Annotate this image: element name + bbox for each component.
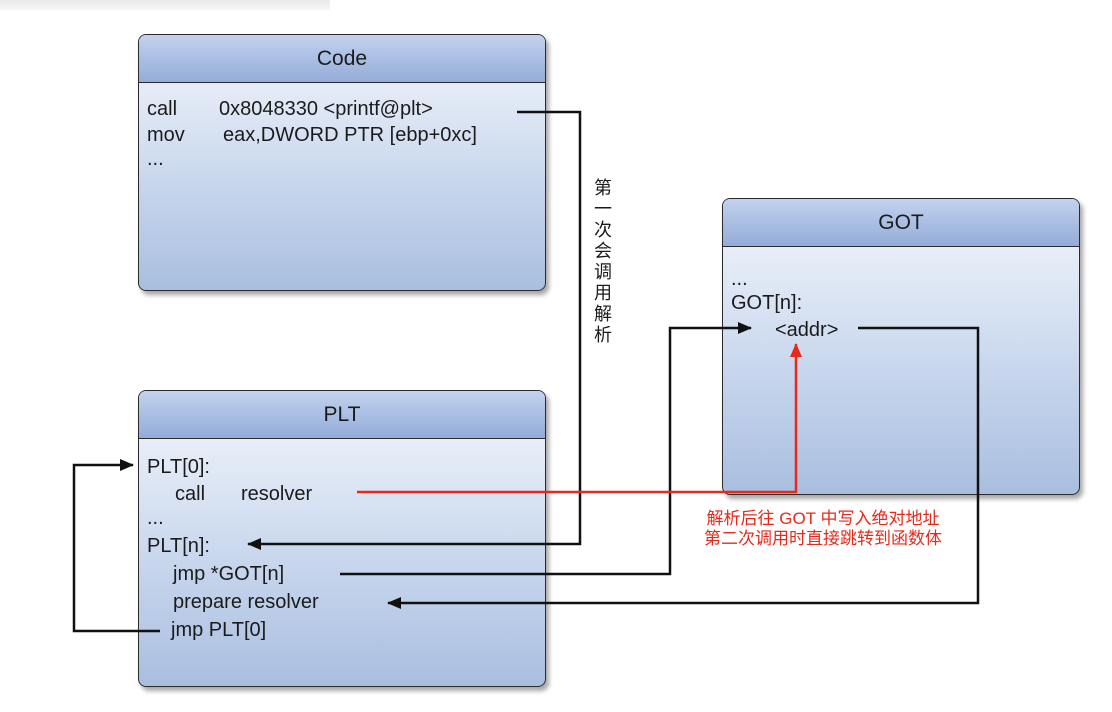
arrow-call-to-pltn <box>247 110 582 550</box>
gotn-addr: <addr> <box>775 319 839 341</box>
code-call-arg: 0x8048330 <printf@plt> <box>219 98 433 120</box>
got-box-title: GOT <box>723 199 1079 247</box>
code-box-title: Code <box>139 35 545 83</box>
code-box: Code call 0x8048330 <printf@plt> mov eax… <box>138 34 546 291</box>
code-ellipsis: ... <box>147 148 164 170</box>
arrow-addr-to-prepare-resolver <box>387 326 980 609</box>
gotn-label: GOT[n]: <box>731 292 803 314</box>
resolver-note-line1: 解析后往 GOT 中写入绝对地址 <box>706 509 940 528</box>
plt0-label: PLT[0]: <box>147 456 210 478</box>
code-mov-op: mov <box>147 124 185 146</box>
pltn-label: PLT[n]: <box>147 535 210 557</box>
arrow-resolver-writes-got <box>357 343 802 494</box>
got-box: GOT ... GOT[n]: <addr> <box>722 198 1080 495</box>
resolver-note-line2: 第二次调用时直接跳转到函数体 <box>704 529 942 548</box>
top-bar-fragment <box>0 0 330 10</box>
resolver-note: 解析后往 GOT 中写入绝对地址 第二次调用时直接跳转到函数体 <box>678 509 968 549</box>
pltn-jmp-plt0: jmp PLT[0] <box>171 619 267 641</box>
plt-box-title: PLT <box>139 391 545 439</box>
arrow-jmp-got-to-addr <box>340 322 752 576</box>
arrow-jmp-to-plt0 <box>72 459 160 633</box>
pltn-prepare-resolver: prepare resolver <box>173 591 319 613</box>
pltn-jmp-got: jmp *GOT[n] <box>173 563 285 585</box>
code-mov-arg: eax,DWORD PTR [ebp+0xc] <box>223 124 477 146</box>
first-call-annotation: 第一次会调用解析 <box>594 178 612 345</box>
code-call-op: call <box>147 98 178 120</box>
got-ellipsis: ... <box>731 268 748 290</box>
plt-box: PLT PLT[0]: call resolver ... PLT[n]: jm… <box>138 390 546 687</box>
plt0-call-arg: resolver <box>241 483 313 505</box>
plt-ellipsis: ... <box>147 507 164 529</box>
plt0-call-op: call <box>175 483 206 505</box>
